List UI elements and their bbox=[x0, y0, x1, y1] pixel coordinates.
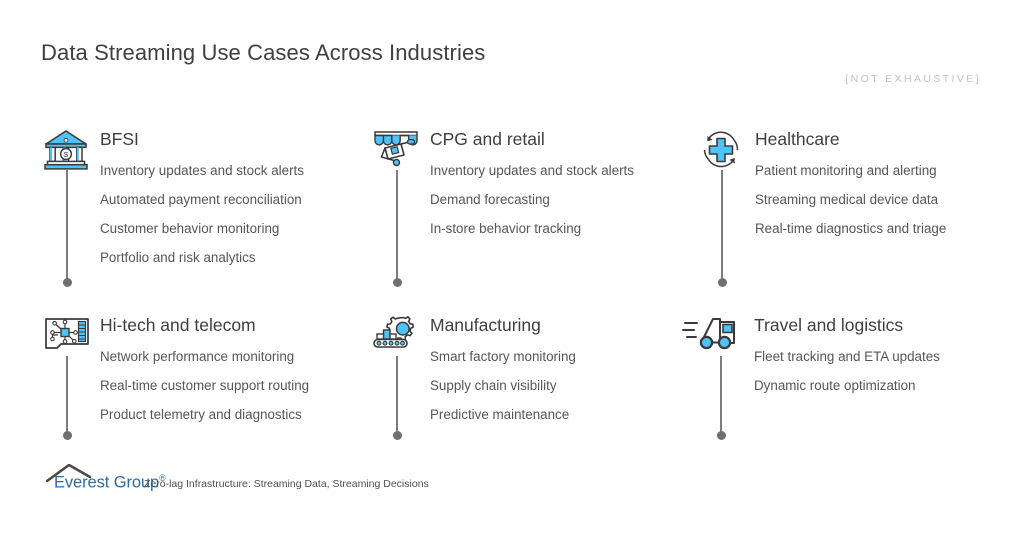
connector-dot bbox=[62, 431, 72, 440]
list-item: Inventory updates and stock alerts bbox=[430, 163, 634, 178]
section-heading: Manufacturing bbox=[430, 315, 541, 335]
everest-group-logo: Everest Group® bbox=[44, 463, 166, 494]
list-item: Portfolio and risk analytics bbox=[100, 250, 256, 265]
list-item: Real-time customer support routing bbox=[100, 378, 310, 393]
section-heading: Healthcare bbox=[755, 129, 840, 149]
bullet-list: Inventory updates and stock alerts Deman… bbox=[430, 156, 634, 243]
connector-line bbox=[721, 170, 723, 283]
connector-dot bbox=[392, 431, 402, 440]
not-exhaustive-label: [NOT EXHAUSTIVE] bbox=[845, 73, 981, 85]
bullet-list: Patient monitoring and alerting Streamin… bbox=[755, 156, 946, 243]
list-item: Product telemetry and diagnostics bbox=[100, 407, 302, 422]
gear-conveyor-icon bbox=[371, 314, 423, 358]
list-item: Predictive maintenance bbox=[430, 407, 570, 422]
market-stall-cart-icon bbox=[371, 128, 423, 172]
connector-dot bbox=[62, 278, 72, 287]
list-item: Smart factory monitoring bbox=[430, 349, 576, 364]
list-item: In-store behavior tracking bbox=[430, 221, 582, 236]
list-item: Network performance monitoring bbox=[100, 349, 295, 364]
connector-dot bbox=[717, 278, 727, 287]
svg-text:$: $ bbox=[64, 150, 69, 159]
section-heading: BFSI bbox=[100, 129, 139, 149]
list-item: Customer behavior monitoring bbox=[100, 221, 280, 236]
list-item: Real-time diagnostics and triage bbox=[755, 221, 947, 236]
medical-cross-refresh-icon bbox=[696, 128, 748, 172]
connector-dot bbox=[392, 278, 402, 287]
footer-logo: Everest Group® bbox=[44, 463, 166, 494]
list-item: Streaming medical device data bbox=[755, 192, 939, 207]
list-item: Dynamic route optimization bbox=[754, 378, 916, 393]
section-heading: Travel and logistics bbox=[754, 315, 904, 335]
list-item: Patient monitoring and alerting bbox=[755, 163, 937, 178]
bullet-list: Inventory updates and stock alerts Autom… bbox=[100, 156, 304, 272]
connector-line bbox=[396, 356, 398, 436]
section-heading: Hi-tech and telecom bbox=[100, 315, 256, 335]
circuit-board-icon bbox=[41, 314, 93, 358]
list-item: Demand forecasting bbox=[430, 192, 550, 207]
bullet-list: Smart factory monitoring Supply chain vi… bbox=[430, 342, 576, 429]
logo-name: Everest Group bbox=[54, 473, 160, 492]
mountain-peak-icon bbox=[45, 463, 92, 487]
connector-line bbox=[66, 356, 68, 436]
bank-icon: $ bbox=[41, 128, 93, 172]
connector-line bbox=[66, 170, 68, 283]
bullet-list: Network performance monitoring Real-time… bbox=[100, 342, 309, 429]
connector-dot bbox=[716, 431, 726, 440]
footer-tagline: Zero-lag Infrastructure: Streaming Data,… bbox=[144, 478, 429, 490]
section-heading: CPG and retail bbox=[430, 129, 545, 149]
page-title: Data Streaming Use Cases Across Industri… bbox=[41, 40, 486, 65]
logo-text: Everest Group® bbox=[54, 473, 166, 493]
list-item: Inventory updates and stock alerts bbox=[100, 163, 304, 178]
delivery-truck-icon bbox=[682, 314, 746, 358]
list-item: Automated payment reconciliation bbox=[100, 192, 302, 207]
bullet-list: Fleet tracking and ETA updates Dynamic r… bbox=[754, 342, 940, 400]
list-item: Supply chain visibility bbox=[430, 378, 557, 393]
list-item: Fleet tracking and ETA updates bbox=[754, 349, 940, 364]
registered-mark: ® bbox=[159, 473, 166, 483]
connector-line bbox=[720, 356, 722, 436]
connector-line bbox=[396, 170, 398, 283]
